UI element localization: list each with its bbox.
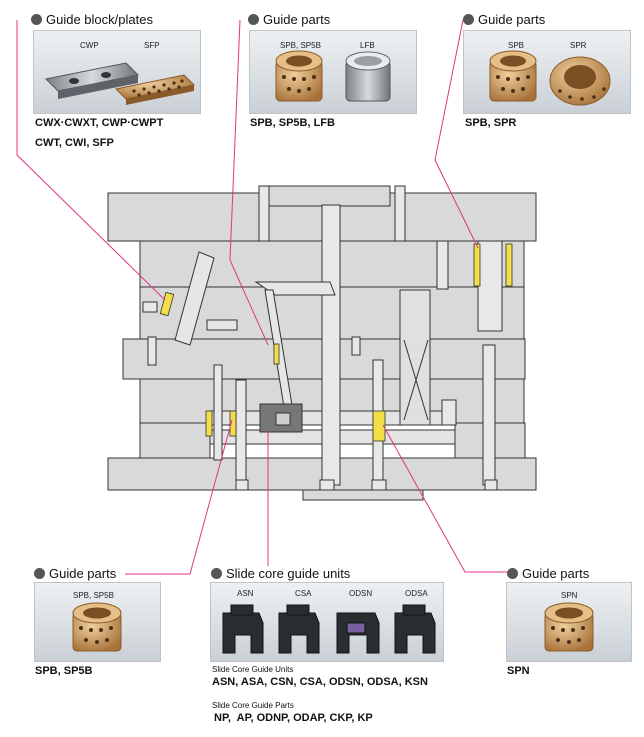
guide-parts-1-parts: SPB, SP5B, LFB xyxy=(250,117,335,129)
guide-parts-2-header: Guide parts xyxy=(463,12,545,27)
guide-parts-4-photo: SPN xyxy=(506,582,632,662)
guide-block-parts-line2: CWT, CWI, SFP xyxy=(35,137,114,149)
spacer-block-left xyxy=(139,422,211,459)
highlight-guide-block xyxy=(159,291,175,317)
leader-guide-parts-3 xyxy=(125,419,233,575)
guide-parts-2-title: Guide parts xyxy=(478,12,546,27)
sfp-plate-image xyxy=(114,74,196,105)
photo-label-spb-sp5b: SPB, SP5B xyxy=(280,41,321,50)
slide-core-photo: ASN CSA ODSN ODSA xyxy=(210,582,444,662)
slide-core-parts: NP, AP, ODNP, ODAP, CKP, KP xyxy=(214,712,373,724)
leader-guide-parts-1 xyxy=(229,19,269,346)
odsa-unit-image xyxy=(394,604,436,654)
csa-unit-image xyxy=(278,604,320,654)
leader-guide-parts-2 xyxy=(434,19,479,249)
guide-parts-3-title: Guide parts xyxy=(49,566,117,581)
highlight-spb-left xyxy=(205,410,213,437)
bullet-icon xyxy=(31,14,42,25)
highlight-spn xyxy=(372,410,386,442)
guide-parts-3-header: Guide parts xyxy=(34,566,116,581)
bullet-icon xyxy=(248,14,259,25)
guide-parts-4-parts: SPN xyxy=(507,665,530,677)
guide-parts-1-photo: SPB, SP5B LFB xyxy=(249,30,417,114)
photo-label-asn: ASN xyxy=(237,589,254,598)
guide-parts-4-title: Guide parts xyxy=(522,566,590,581)
guide-parts-2-parts: SPB, SPR xyxy=(465,117,517,129)
guide-parts-4-header: Guide parts xyxy=(507,566,589,581)
odsn-unit-image xyxy=(336,612,380,654)
leader-guide-parts-4 xyxy=(382,424,512,573)
spb-bushing-image xyxy=(275,50,323,102)
guide-block-title: Guide block/plates xyxy=(46,12,153,27)
cwp-plate-image xyxy=(44,62,140,99)
guide-block-photo: CWP SFP xyxy=(33,30,201,114)
spb-bushing-image xyxy=(489,50,537,102)
guide-parts-3-parts: SPB, SP5B xyxy=(35,665,93,677)
slide-core-units: ASN, ASA, CSN, CSA, ODSN, ODSA, KSN xyxy=(212,676,428,688)
photo-label-odsn: ODSN xyxy=(349,589,373,598)
guide-parts-3-photo: SPB, SP5B xyxy=(34,582,161,662)
spr-bushing-image xyxy=(549,56,611,106)
asn-unit-image xyxy=(222,604,264,654)
photo-label-spb-sp5b: SPB, SP5B xyxy=(73,591,114,600)
spb-sp5b-bushing-image xyxy=(72,602,122,652)
guide-block-header: Guide block/plates xyxy=(31,12,153,27)
photo-label-odsa: ODSA xyxy=(405,589,428,598)
photo-label-lfb: LFB xyxy=(360,41,375,50)
leader-guide-block xyxy=(16,20,166,301)
photo-label-sfp: SFP xyxy=(144,41,160,50)
bullet-icon xyxy=(34,568,45,579)
guide-parts-2-photo: SPB SPR xyxy=(463,30,631,114)
bullet-icon xyxy=(463,14,474,25)
lfb-bushing-image xyxy=(345,51,391,102)
highlight-spb-top-right xyxy=(473,243,481,287)
slide-core-header: Slide core guide units xyxy=(211,566,350,581)
guide-block-parts-line1: CWX·CWXT, CWP·CWPT xyxy=(35,117,164,129)
slide-core-title: Slide core guide units xyxy=(226,566,351,581)
bullet-icon xyxy=(507,568,518,579)
slide-core-parts-caption: Slide Core Guide Parts xyxy=(212,701,294,710)
spn-bushing-image xyxy=(544,602,594,652)
bullet-icon xyxy=(211,568,222,579)
guide-parts-1-title: Guide parts xyxy=(263,12,331,27)
photo-label-spn: SPN xyxy=(561,591,578,600)
photo-label-spb: SPB xyxy=(508,41,525,50)
photo-label-csa: CSA xyxy=(295,589,312,598)
photo-label-cwp: CWP xyxy=(80,41,99,50)
guide-parts-1-header: Guide parts xyxy=(248,12,330,27)
slide-core-units-caption: Slide Core Guide Units xyxy=(212,665,294,674)
photo-label-spr: SPR xyxy=(570,41,587,50)
